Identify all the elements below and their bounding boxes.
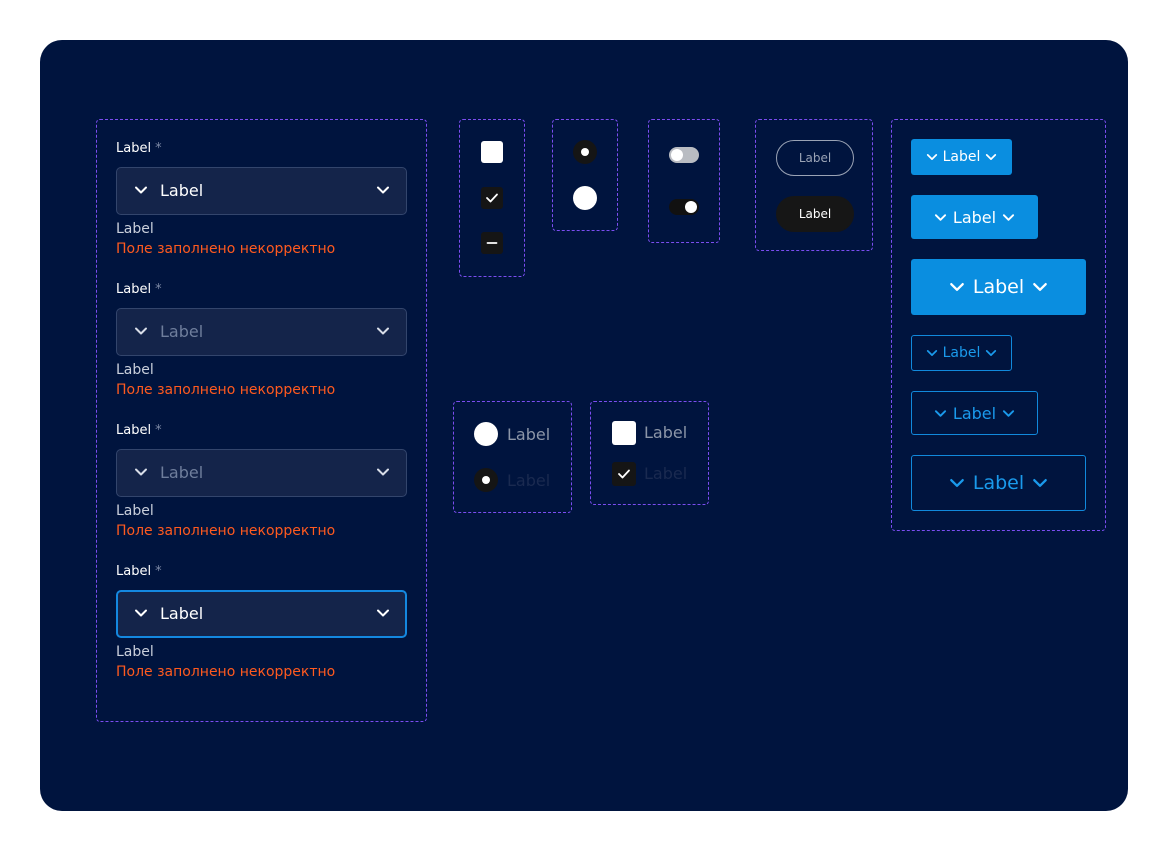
checkbox-unchecked[interactable] <box>481 141 503 163</box>
button-label: Label <box>942 149 981 165</box>
checkbox-indeterminate[interactable] <box>481 232 503 254</box>
radio-option-selected[interactable] <box>474 468 498 492</box>
checkbox-option-checked[interactable] <box>612 462 636 486</box>
select-placeholder: Label <box>160 463 204 482</box>
chevron-down-icon <box>950 283 964 291</box>
chevron-down-icon <box>1003 409 1015 417</box>
toggle-on[interactable] <box>669 199 699 215</box>
checkbox-option[interactable] <box>612 421 636 445</box>
button-label: Label <box>952 403 997 423</box>
dropdown-button-outline-medium[interactable]: Label <box>911 391 1038 435</box>
button-label: Label <box>942 345 981 361</box>
pill-filled-button[interactable]: Label <box>776 196 854 232</box>
select-placeholder: Label <box>160 322 204 341</box>
chevron-down-icon <box>135 327 147 335</box>
toggle-states-group <box>648 119 720 243</box>
chevron-down-icon <box>950 479 964 487</box>
field-label: Label* <box>116 423 162 438</box>
radio-option-label: Label <box>507 425 551 444</box>
button-label: Label <box>972 276 1025 298</box>
check-icon <box>618 469 630 479</box>
dropdown-button-medium[interactable]: Label <box>911 195 1038 239</box>
chevron-down-icon <box>926 350 937 356</box>
checkbox-option-label: Label <box>644 464 688 483</box>
checkbox-option-label: Label <box>644 423 688 442</box>
field-error: Поле заполнено некорректно <box>116 664 336 680</box>
chevron-down-icon <box>986 154 997 160</box>
pill-outline-button[interactable]: Label <box>776 140 854 176</box>
select-input[interactable]: Label <box>116 308 407 356</box>
chevron-down-icon <box>377 468 389 476</box>
button-label: Label <box>972 472 1025 494</box>
chevron-down-icon <box>934 213 946 221</box>
minus-icon <box>486 242 498 244</box>
checkbox-options-group: Label Label <box>590 401 709 505</box>
select-value: Label <box>160 181 204 200</box>
chevron-down-icon <box>1033 479 1047 487</box>
chevron-down-icon <box>926 154 937 160</box>
field-label: Label* <box>116 141 162 156</box>
select-value: Label <box>160 604 204 623</box>
field-hint: Label <box>116 503 154 519</box>
select-input-focused[interactable]: Label <box>116 590 407 638</box>
radio-option[interactable] <box>474 422 498 446</box>
components-panel: Label* Label Label Поле заполнено некорр… <box>40 40 1128 811</box>
toggle-off[interactable] <box>669 147 699 163</box>
dropdown-buttons-group: Label Label Label Label <box>891 119 1106 531</box>
dropdown-button-small[interactable]: Label <box>911 139 1012 175</box>
chevron-down-icon <box>135 186 147 194</box>
checkbox-states-group <box>459 119 525 277</box>
check-icon <box>486 193 498 203</box>
radio-unselected[interactable] <box>573 186 597 210</box>
dropdown-button-outline-large[interactable]: Label <box>911 455 1086 511</box>
chevron-down-icon <box>986 350 997 356</box>
chevron-down-icon <box>377 327 389 335</box>
chevron-down-icon <box>1003 213 1015 221</box>
button-label: Label <box>952 207 997 227</box>
field-error: Поле заполнено некорректно <box>116 382 336 398</box>
radio-option-label: Label <box>507 471 551 490</box>
dropdown-button-large[interactable]: Label <box>911 259 1086 315</box>
chevron-down-icon <box>934 409 946 417</box>
chevron-down-icon <box>135 609 147 617</box>
pill-buttons-group: Label Label <box>755 119 873 251</box>
chevron-down-icon <box>135 468 147 476</box>
field-label: Label* <box>116 564 162 579</box>
select-input[interactable]: Label <box>116 167 407 215</box>
dropdown-button-outline-small[interactable]: Label <box>911 335 1012 371</box>
field-label: Label* <box>116 282 162 297</box>
chevron-down-icon <box>1033 283 1047 291</box>
chevron-down-icon <box>377 609 389 617</box>
select-field-group: Label* Label Label Поле заполнено некорр… <box>96 119 427 722</box>
checkbox-checked[interactable] <box>481 187 503 209</box>
radio-options-group: Label Label <box>453 401 572 513</box>
select-input-disabled[interactable]: Label <box>116 449 407 497</box>
radio-selected[interactable] <box>573 140 597 164</box>
field-hint: Label <box>116 221 154 237</box>
chevron-down-icon <box>377 186 389 194</box>
field-error: Поле заполнено некорректно <box>116 241 336 257</box>
field-error: Поле заполнено некорректно <box>116 523 336 539</box>
field-hint: Label <box>116 362 154 378</box>
field-hint: Label <box>116 644 154 660</box>
radio-states-group <box>552 119 618 231</box>
